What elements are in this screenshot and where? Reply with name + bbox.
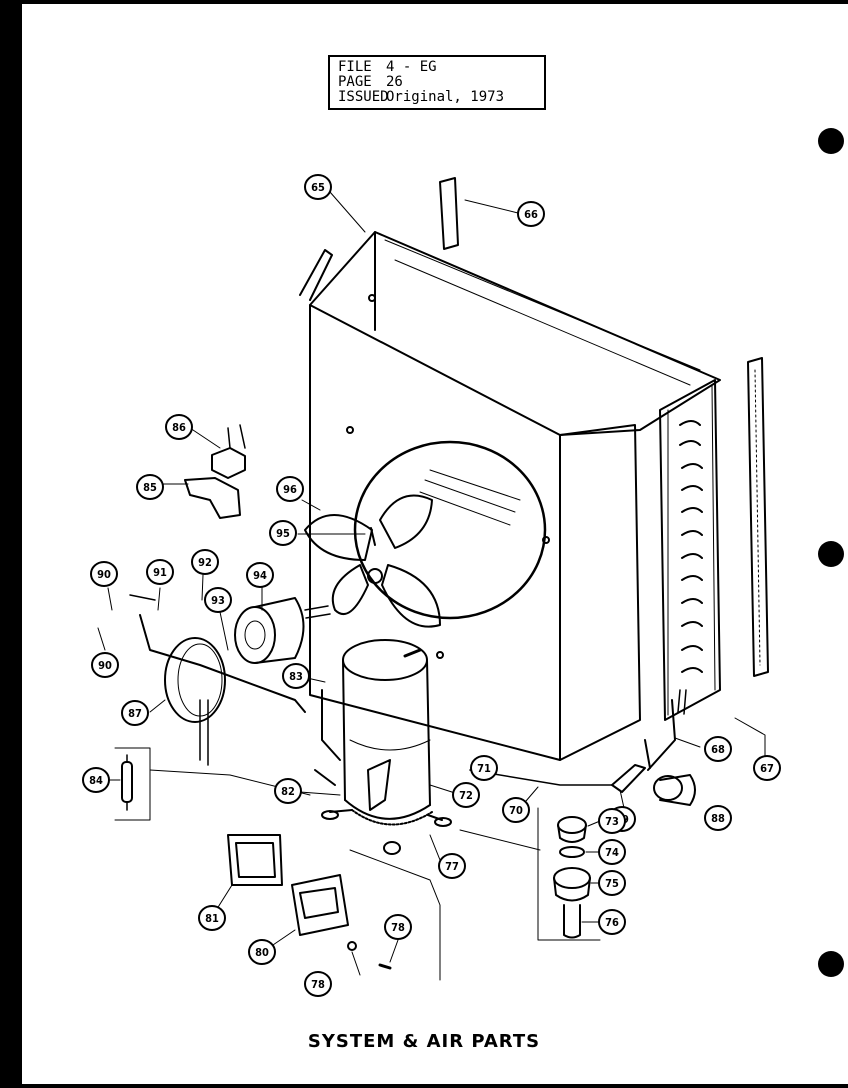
- callout-87: 87: [121, 700, 149, 726]
- callout-81: 81: [198, 905, 226, 931]
- svg-text:88: 88: [711, 812, 725, 825]
- svg-text:72: 72: [459, 789, 473, 802]
- condenser-coil: [659, 379, 721, 721]
- svg-text:70: 70: [509, 804, 523, 817]
- callout-71-label: 71: [470, 755, 498, 781]
- issued-value: Original, 1973: [386, 89, 505, 105]
- fan-blade: [304, 494, 441, 628]
- callout-73: 73: [598, 808, 626, 834]
- svg-text:80: 80: [255, 946, 269, 959]
- callout-90-bottom: 90: [91, 652, 119, 678]
- svg-text:83: 83: [289, 670, 303, 683]
- fan-motor: [234, 597, 331, 664]
- svg-text:84: 84: [89, 774, 103, 787]
- svg-text:95: 95: [276, 527, 290, 540]
- condenser-shroud: [299, 231, 721, 761]
- file-value: 4 - EG: [386, 59, 437, 75]
- file-row: FILE 4 - EG: [338, 60, 544, 75]
- svg-text:68: 68: [711, 743, 725, 756]
- callouts: 65 66 86 85 96 95 90 91 92 94 93 90 83 8…: [82, 174, 781, 997]
- callout-93: 93: [204, 587, 232, 613]
- callout-91: 91: [146, 559, 174, 585]
- svg-text:96: 96: [283, 483, 297, 496]
- svg-text:90: 90: [97, 568, 111, 581]
- callout-88: 88: [704, 805, 732, 831]
- callout-90-top: 90: [90, 561, 118, 587]
- callout-80: 80: [248, 939, 276, 965]
- callout-82: 82: [274, 778, 302, 804]
- terminal-cover: [291, 874, 349, 936]
- side-channel-66: [439, 177, 459, 250]
- side-seal-strip: [747, 357, 769, 677]
- svg-text:81: 81: [205, 912, 219, 925]
- callout-84: 84: [82, 767, 110, 793]
- svg-text:86: 86: [172, 421, 186, 434]
- svg-text:66: 66: [524, 208, 538, 221]
- svg-text:93: 93: [211, 594, 225, 607]
- svg-text:73: 73: [605, 815, 619, 828]
- callout-75: 75: [598, 870, 626, 896]
- callout-85: 85: [136, 474, 164, 500]
- callout-65: 65: [304, 174, 332, 200]
- issued-row: ISSUEDOriginal, 1973: [338, 90, 544, 105]
- relay-assembly: [184, 424, 246, 519]
- binder-punch-hole-bottom: [818, 951, 844, 977]
- callout-77: 77: [438, 853, 466, 879]
- motor-mount-bracket: [129, 594, 306, 766]
- callout-95: 95: [269, 520, 297, 546]
- capillary-tube: [469, 769, 613, 786]
- svg-text:91: 91: [153, 566, 167, 579]
- page-value: 26: [386, 74, 403, 90]
- file-info-box: FILE 4 - EG PAGE 26 ISSUEDOriginal, 1973: [328, 55, 546, 110]
- file-label: FILE: [338, 59, 372, 75]
- svg-text:77: 77: [445, 860, 459, 873]
- callout-68: 68: [704, 736, 732, 762]
- svg-text:90: 90: [98, 659, 112, 672]
- binder-punch-hole-top: [818, 128, 844, 154]
- svg-text:74: 74: [605, 846, 619, 859]
- callout-70: 70: [502, 797, 530, 823]
- svg-text:65: 65: [311, 181, 325, 194]
- svg-text:82: 82: [281, 785, 295, 798]
- callout-83: 83: [282, 663, 310, 689]
- svg-text:71: 71: [477, 762, 491, 775]
- callout-72: 72: [452, 782, 480, 808]
- diagram-caption: SYSTEM & AIR PARTS: [307, 1031, 541, 1052]
- page-row: PAGE 26: [338, 75, 544, 90]
- callout-76: 76: [598, 909, 626, 935]
- issued-label: ISSUED: [338, 89, 389, 105]
- filter-drier: [653, 774, 696, 806]
- svg-text:92: 92: [198, 556, 212, 569]
- callout-94: 94: [246, 562, 274, 588]
- svg-text:78: 78: [311, 978, 325, 991]
- svg-text:75: 75: [605, 877, 619, 890]
- callout-78-right: 78: [384, 914, 412, 940]
- compressor: [314, 639, 452, 855]
- callout-86: 86: [165, 414, 193, 440]
- strainer: [611, 764, 646, 793]
- svg-text:78: 78: [391, 921, 405, 934]
- terminal-gasket: [227, 834, 283, 886]
- leader-lines: [97, 191, 766, 981]
- svg-text:67: 67: [760, 762, 774, 775]
- svg-text:94: 94: [253, 569, 267, 582]
- drawing-sheet: [22, 4, 848, 1084]
- svg-text:76: 76: [605, 916, 619, 929]
- svg-text:87: 87: [128, 707, 142, 720]
- callout-96: 96: [276, 476, 304, 502]
- mounting-grommet-stack: [537, 807, 601, 941]
- callout-74: 74: [598, 839, 626, 865]
- binder-punch-hole-middle: [818, 541, 844, 567]
- svg-text:85: 85: [143, 481, 157, 494]
- callout-67: 67: [753, 755, 781, 781]
- page-label: PAGE: [338, 74, 372, 90]
- callout-92: 92: [191, 549, 219, 575]
- callout-66: 66: [517, 201, 545, 227]
- callout-78-bottom: 78: [304, 971, 332, 997]
- cover-nut: [347, 941, 357, 951]
